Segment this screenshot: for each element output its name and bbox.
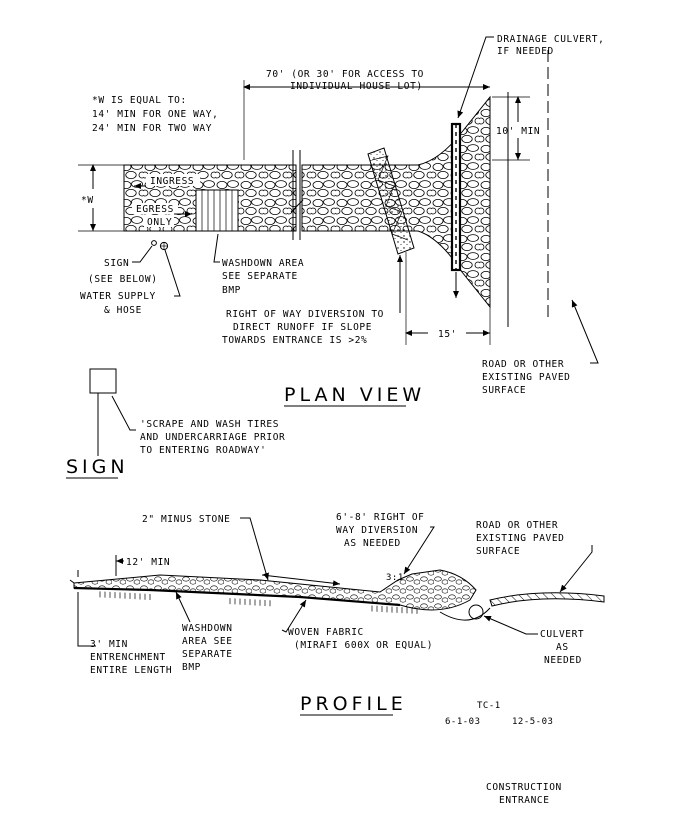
fabric-label-2: (MIRAFI 600X OR EQUAL) bbox=[294, 640, 433, 651]
drawing-code: TC-1 bbox=[477, 701, 501, 711]
profile-culvert bbox=[468, 604, 484, 620]
sign-title: SIGN bbox=[66, 456, 129, 478]
washdown-area bbox=[195, 189, 239, 232]
ten-min-label: 10' MIN bbox=[496, 126, 540, 137]
sign-symbol bbox=[151, 240, 157, 246]
diversion-label-2: WAY DIVERSION bbox=[336, 525, 418, 536]
diversion-slab bbox=[367, 147, 415, 255]
profile-road bbox=[489, 592, 605, 607]
road-label-3: SURFACE bbox=[482, 385, 526, 396]
wash-leader bbox=[175, 591, 191, 623]
ground-ticks bbox=[99, 591, 418, 614]
plan-view: INGRESS EGRESS ONLY 70' (OR 30' FOR ACCE… bbox=[78, 34, 604, 407]
only-mask bbox=[144, 216, 174, 227]
sign-leader bbox=[132, 245, 153, 263]
w-note-1: *W IS EQUAL TO: bbox=[92, 95, 187, 106]
dim-70-label: 70' (OR 30' FOR ACCESS TO bbox=[266, 69, 424, 80]
egress-mask bbox=[132, 203, 178, 214]
culvert-label-1: CULVERT bbox=[540, 629, 584, 640]
sign-note-leader bbox=[111, 395, 136, 431]
road-label-2: EXISTING PAVED bbox=[482, 372, 570, 383]
sign-box bbox=[89, 368, 117, 394]
profile-road-label-3: SURFACE bbox=[476, 546, 520, 557]
egress-label: EGRESS bbox=[136, 204, 174, 215]
break-mark bbox=[290, 199, 304, 213]
title-block: TC-1 6-1-03 12-5-03 CONSTRUCTION ENTRANC… bbox=[445, 701, 562, 806]
washdown-lines bbox=[201, 190, 233, 231]
woven-fabric bbox=[73, 586, 401, 607]
trench-label-1: 3' MIN bbox=[90, 639, 128, 650]
trench-leader bbox=[77, 592, 96, 647]
drawing-name-2: ENTRANCE bbox=[499, 795, 550, 806]
culvert-label-3: NEEDED bbox=[544, 655, 582, 666]
sign-section: 'SCRAPE AND WASH TIRES AND UNDERCARRIAGE… bbox=[66, 368, 285, 479]
fabric-leader bbox=[281, 599, 307, 633]
date-original: 6-1-03 bbox=[445, 717, 481, 727]
row-label-1: RIGHT OF WAY DIVERSION TO bbox=[226, 309, 384, 320]
water-label-1: WATER SUPPLY bbox=[80, 291, 156, 302]
ingress-label: INGRESS bbox=[150, 176, 194, 187]
egress-only-label: ONLY bbox=[147, 217, 172, 228]
twelve-min-label: 12' MIN bbox=[126, 557, 170, 568]
ingress-mask bbox=[146, 174, 200, 186]
diversion-label-3: AS NEEDED bbox=[344, 538, 401, 549]
diversion-leader bbox=[403, 526, 435, 575]
wash-label-1: WASHDOWN bbox=[182, 623, 233, 634]
plan-view-title: PLAN VIEW bbox=[284, 384, 425, 406]
profile-road-label-2: EXISTING PAVED bbox=[476, 533, 564, 544]
profile-title: PROFILE bbox=[300, 693, 407, 715]
sign-note-3: TO ENTERING ROADWAY' bbox=[140, 445, 266, 456]
culvert-pocket bbox=[439, 607, 491, 621]
washdown-label-3: BMP bbox=[222, 285, 241, 296]
drawing-name-1: CONSTRUCTION bbox=[486, 782, 562, 793]
washdown-label-2: SEE SEPARATE bbox=[222, 271, 298, 282]
ground-left bbox=[69, 579, 75, 584]
row-label-3: TOWARDS ENTRANCE IS >2% bbox=[222, 335, 367, 346]
road-leader bbox=[571, 299, 599, 364]
drainage-label-1: DRAINAGE CULVERT, bbox=[497, 34, 604, 45]
water-label-2: & HOSE bbox=[104, 305, 142, 316]
profile-road-leader bbox=[559, 545, 593, 593]
drainage-label-2: IF NEEDED bbox=[497, 46, 554, 57]
flow-arrow bbox=[261, 574, 341, 587]
profile-road-label-1: ROAD OR OTHER bbox=[476, 520, 558, 531]
wash-label-3: SEPARATE bbox=[182, 649, 233, 660]
wash-label-4: BMP bbox=[182, 662, 201, 673]
road-label-1: ROAD OR OTHER bbox=[482, 359, 564, 370]
slope-label: 3:1 bbox=[386, 573, 404, 583]
diversion-label-1: 6'-8' RIGHT OF bbox=[336, 512, 424, 523]
trench-label-2: ENTRENCHMENT bbox=[90, 652, 166, 663]
washdown-leader bbox=[213, 233, 220, 263]
profile-view: 12' MIN 2" MINUS STONE 6'-8' RIGHT OF WA… bbox=[69, 512, 605, 716]
water-leader bbox=[164, 249, 181, 297]
w-note-2: 14' MIN FOR ONE WAY, bbox=[92, 109, 218, 120]
fifteen-label: 15' bbox=[438, 329, 457, 340]
sign-label-2: (SEE BELOW) bbox=[88, 274, 158, 285]
sign-note-1: 'SCRAPE AND WASH TIRES bbox=[140, 419, 279, 430]
drainage-leader bbox=[457, 36, 494, 119]
stone-label: 2" MINUS STONE bbox=[142, 514, 230, 525]
date-revised: 12-5-03 bbox=[512, 717, 553, 727]
sign-label-1: SIGN bbox=[104, 258, 129, 269]
stone-leader bbox=[240, 517, 269, 581]
wash-label-2: AREA SEE bbox=[182, 636, 233, 647]
trench-label-3: ENTIRE LENGTH bbox=[90, 665, 172, 676]
fabric-label-1: WOVEN FABRIC bbox=[288, 627, 364, 638]
w-label: *W bbox=[81, 195, 94, 206]
profile-stone bbox=[73, 569, 477, 611]
culvert-leader bbox=[483, 615, 538, 635]
row-label-2: DIRECT RUNOFF IF SLOPE bbox=[233, 322, 372, 333]
sign-note-2: AND UNDERCARRIAGE PRIOR bbox=[140, 432, 285, 443]
culvert-label-2: AS bbox=[556, 642, 569, 653]
dim-70-label-b: INDIVIDUAL HOUSE LOT) bbox=[290, 81, 423, 92]
w-note-3: 24' MIN FOR TWO WAY bbox=[92, 123, 212, 134]
washdown-label-1: WASHDOWN AREA bbox=[222, 258, 304, 269]
